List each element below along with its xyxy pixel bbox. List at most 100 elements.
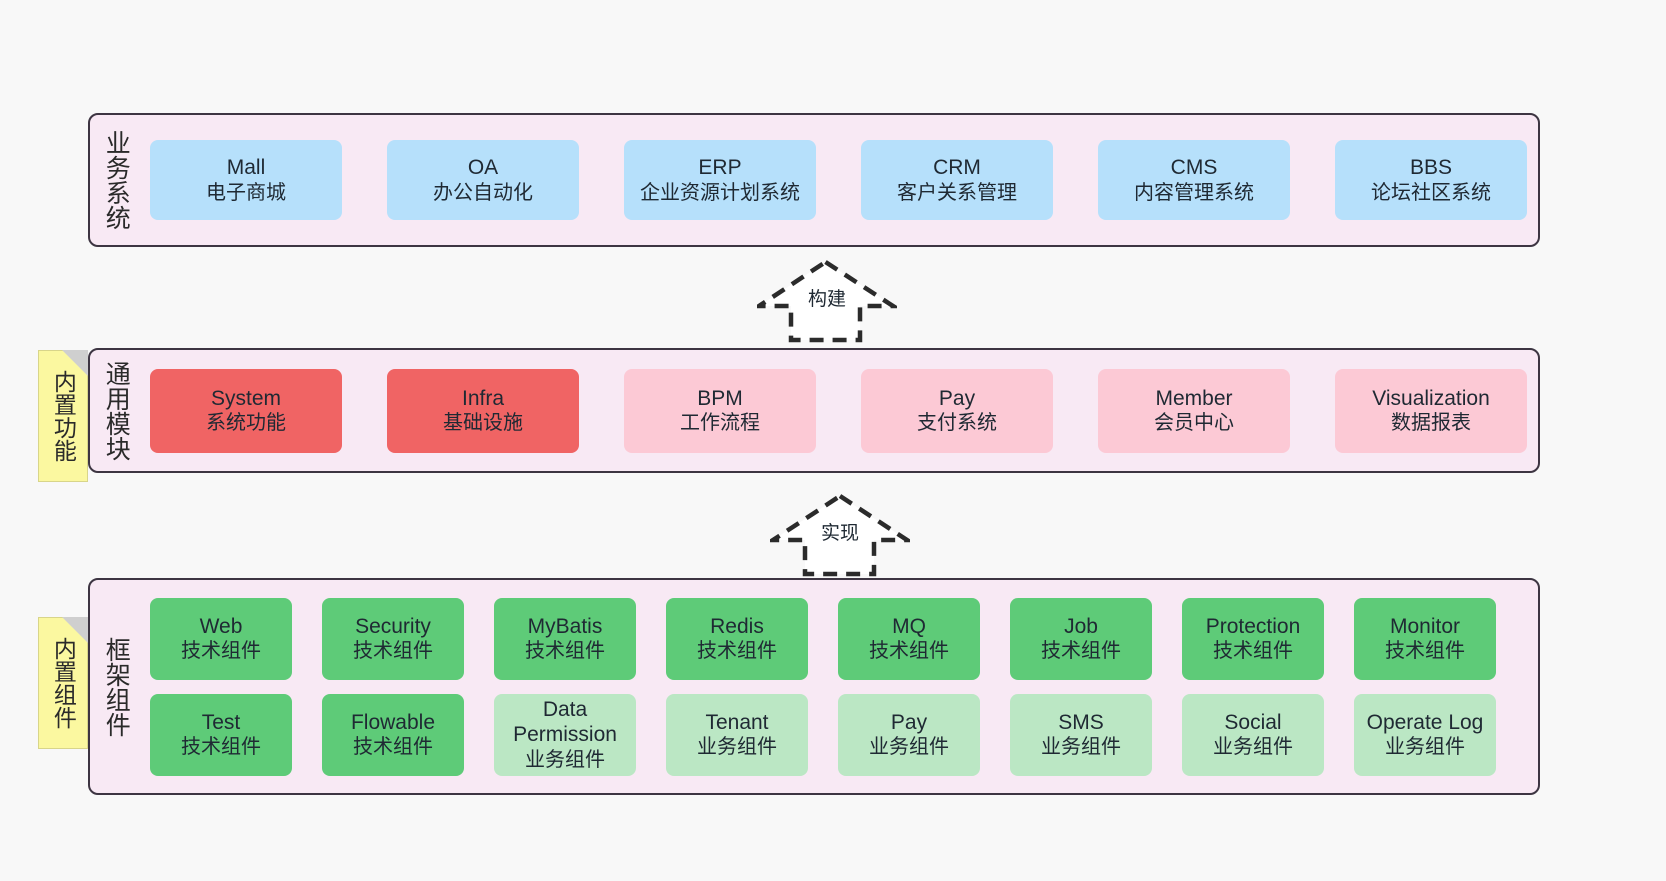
card-title-cn: 技术组件 <box>697 640 777 663</box>
card-title-cn: 企业资源计划系统 <box>640 181 800 204</box>
card-title-cn: 技术组件 <box>181 736 261 759</box>
sticky-note-builtin-features: 内置功能 <box>38 350 88 482</box>
arrow-build-label: 构建 <box>807 289 846 310</box>
card-title-cn: 技术组件 <box>525 640 605 663</box>
card-title-cn: 论坛社区系统 <box>1371 181 1491 204</box>
card-title-en: Visualization <box>1372 386 1490 410</box>
card-title-en: Data Permission <box>513 697 617 747</box>
arrow-implement-label: 实现 <box>820 523 859 544</box>
section-label-business-systems: 业务系统 <box>102 130 131 230</box>
card-title-en: MyBatis <box>527 614 603 638</box>
card-title-en: Test <box>201 710 241 734</box>
card-title-cn: 技术组件 <box>353 640 433 663</box>
card-title-cn: 技术组件 <box>1213 640 1293 663</box>
card-title-en: System <box>210 386 281 410</box>
sticky-note-builtin-components-text: 内置组件 <box>50 637 77 729</box>
card-title-cn: 客户关系管理 <box>897 181 1017 204</box>
card-title-en: Pay <box>890 710 928 734</box>
card-title-cn: 业务组件 <box>525 748 605 771</box>
card-title-cn: 技术组件 <box>1041 640 1121 663</box>
card-title-cn: 业务组件 <box>697 736 777 759</box>
card-title-cn: 系统功能 <box>206 412 286 435</box>
arrow-build-icon <box>751 259 901 343</box>
card-title-en: Web <box>199 614 243 638</box>
card-title-cn: 业务组件 <box>1385 736 1465 759</box>
section-label-framework-components: 框架组件 <box>102 636 131 737</box>
card-title-cn: 技术组件 <box>869 640 949 663</box>
card-title-cn: 内容管理系统 <box>1134 181 1254 204</box>
card-title-en: CRM <box>933 156 981 179</box>
card-title-cn: 数据报表 <box>1391 412 1471 435</box>
card-title-en: BBS <box>1409 156 1453 179</box>
card-title-en: Pay <box>938 386 976 410</box>
card-title-en: Member <box>1155 386 1233 410</box>
card-title-en: Tenant <box>705 710 769 734</box>
arrow-implement-icon <box>765 493 915 577</box>
section-label-common-modules: 通用模块 <box>102 360 131 461</box>
card-title-en: BPM <box>697 386 743 410</box>
card-title-cn: 支付系统 <box>917 412 997 435</box>
card-title-en: Operate Log <box>1366 710 1484 734</box>
card-title-cn: 业务组件 <box>1213 736 1293 759</box>
arrow-implement: 实现 <box>765 492 915 578</box>
sticky-note-builtin-components: 内置组件 <box>38 617 88 749</box>
sticky-note-builtin-features-text: 内置功能 <box>50 370 77 462</box>
card-title-cn: 电子商城 <box>206 181 286 204</box>
card-title-cn: 会员中心 <box>1154 412 1234 435</box>
card-title-en: Security <box>355 614 431 638</box>
card-title-en: Job <box>1064 614 1098 638</box>
card-title-en: Monitor <box>1389 614 1461 638</box>
card-title-cn: 工作流程 <box>680 412 760 435</box>
card-title-cn: 技术组件 <box>353 736 433 759</box>
arrow-build: 构建 <box>751 258 901 344</box>
card-title-en: CMS <box>1170 156 1218 179</box>
card-title-en: Flowable <box>350 710 436 734</box>
card-title-cn: 基础设施 <box>443 412 523 435</box>
card-title-cn: 技术组件 <box>1385 640 1465 663</box>
card-title-cn: 业务组件 <box>869 736 949 759</box>
card-title-cn: 业务组件 <box>1041 736 1121 759</box>
card-title-en: ERP <box>698 156 742 179</box>
card-title-en: Social <box>1224 710 1282 734</box>
card-title-en: OA <box>467 156 499 179</box>
card-title-en: Redis <box>710 614 764 638</box>
